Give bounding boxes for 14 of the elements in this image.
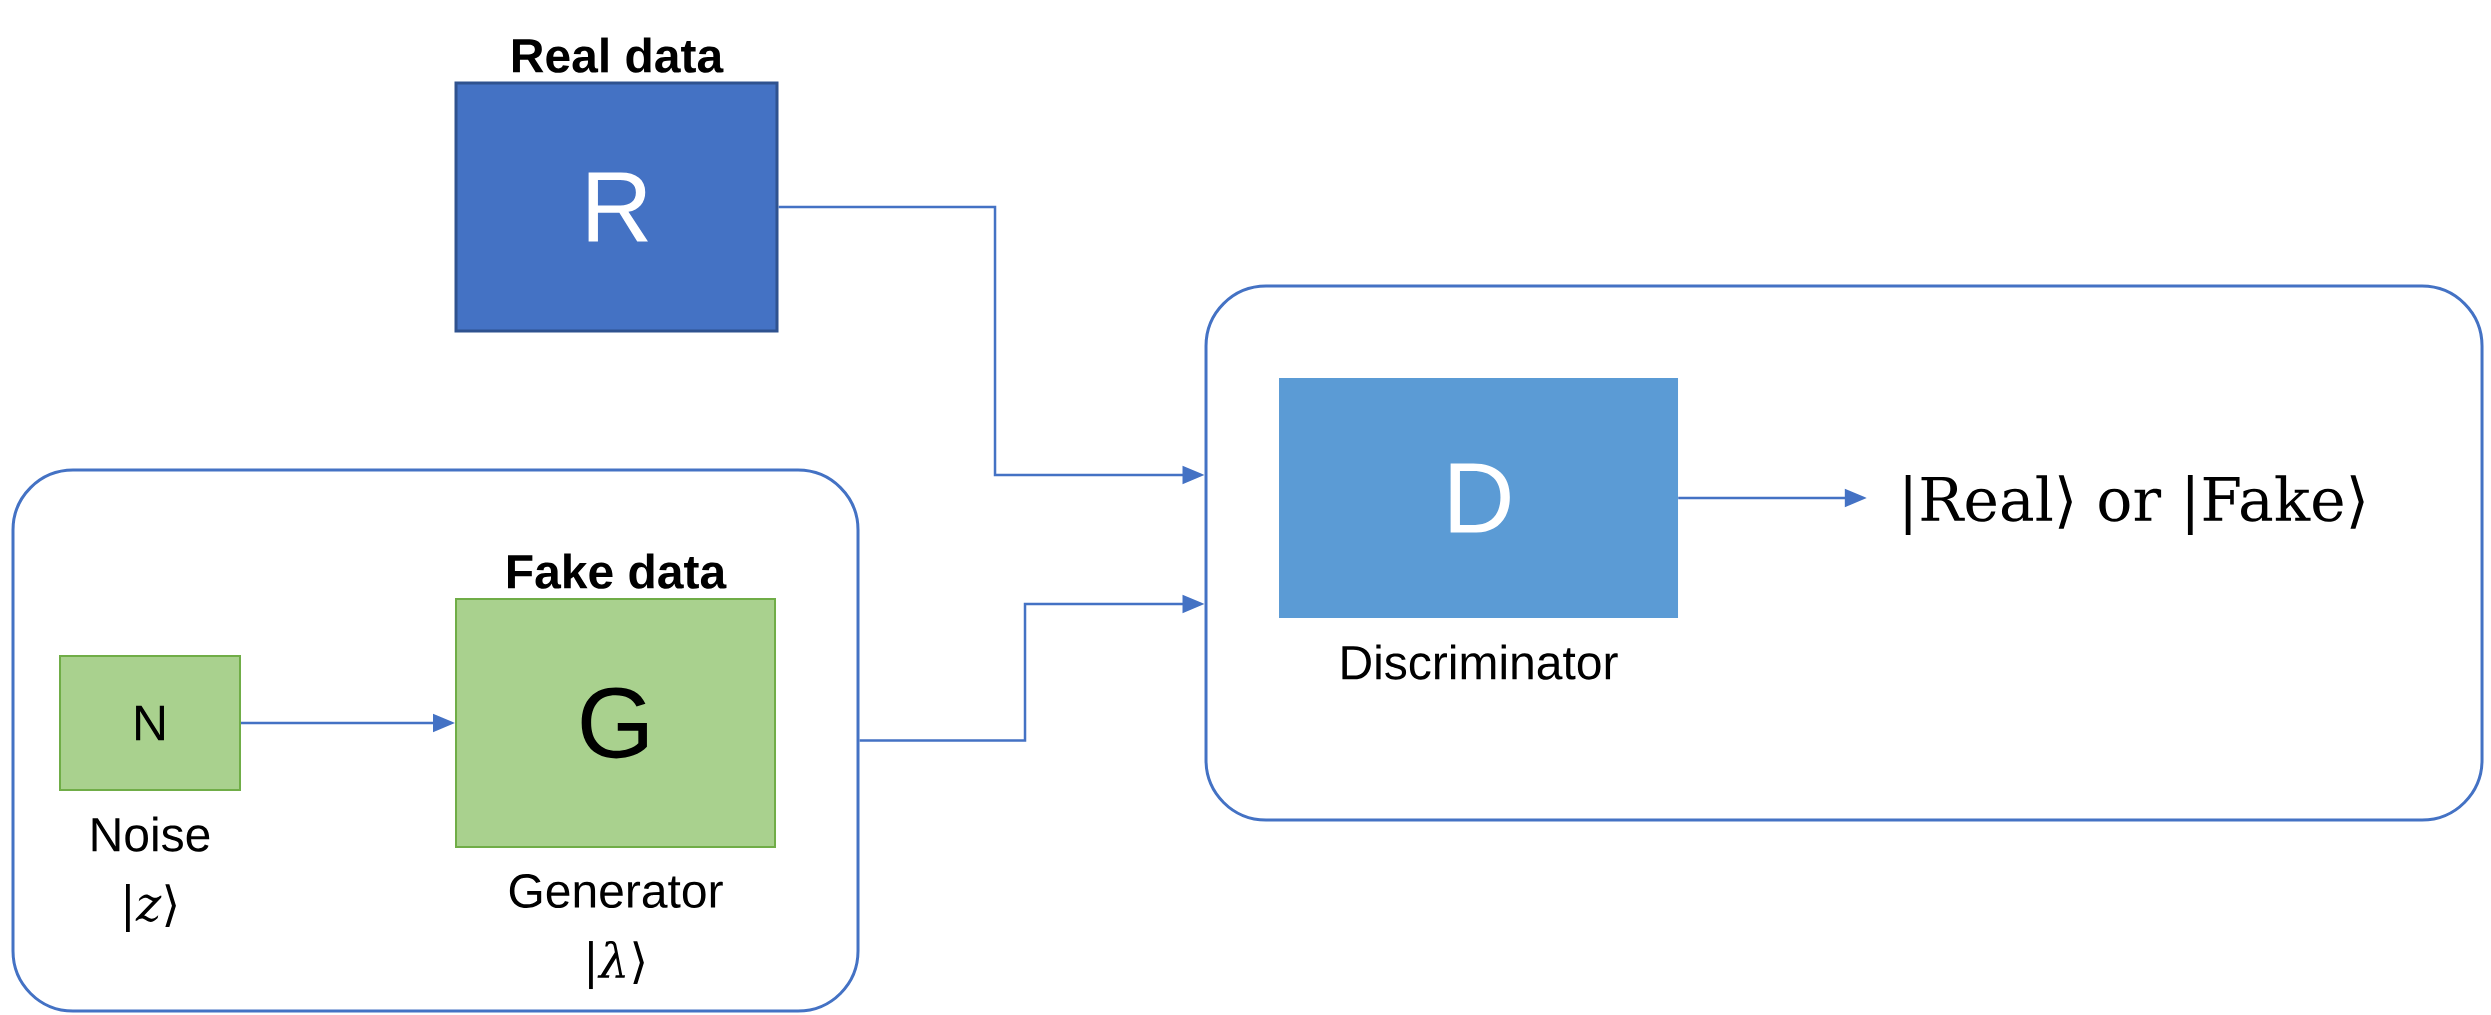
generator-box: G [455, 598, 776, 848]
formula-label: |z⟩ [126, 884, 176, 932]
box-heading: Real data [513, 37, 724, 73]
module-frame [1204, 284, 2484, 822]
discriminator-box: D [1279, 378, 1678, 618]
box-label: Generator [509, 874, 723, 908]
data-box: R [454, 81, 779, 333]
noise-box: N [59, 655, 241, 791]
box-label: Noise [92, 816, 210, 852]
module-frame [11, 468, 860, 1013]
box-label: Discriminator [1342, 644, 1618, 680]
box-heading: Fake data [508, 553, 727, 589]
output-text: |Real⟩ or |Fake⟩ [1905, 475, 2364, 535]
formula-label: |λ⟩ [589, 941, 644, 990]
